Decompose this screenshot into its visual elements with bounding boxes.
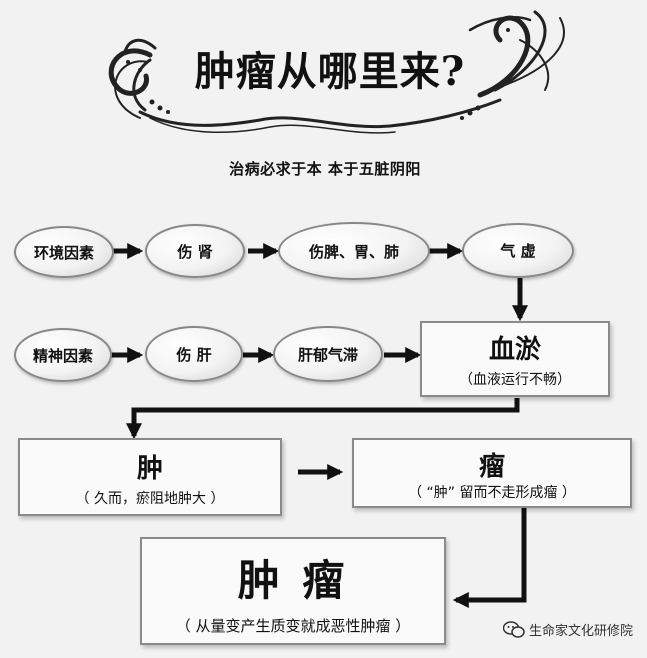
page-subtitle: 治病必求于本 本于五脏阴阳 (229, 160, 421, 178)
box-swelling-title: 肿 (136, 454, 163, 484)
box-swelling-note: （ 久而，瘀阻地肿大 ） (75, 491, 225, 507)
watermark: 生命家文化研修院 (502, 620, 633, 639)
node-hurt-spleen-stomach-lung: 伤脾、胃、肺 (278, 222, 430, 280)
box-tumor-title: 瘤 (478, 452, 505, 482)
box-tumor-note: （ “肿” 留而不走形成瘤 ） (408, 485, 576, 501)
node-environment-factor: 环境因素 (14, 226, 114, 278)
wechat-icon (502, 620, 525, 638)
watermark-text: 生命家文化研修院 (528, 624, 633, 639)
page-title: 肿瘤从哪里来? (194, 48, 466, 95)
box-neoplasm-note: （ 从量变产生质变就成恶性肿瘤 ） (175, 617, 411, 635)
box-tumor: 瘤 （ “肿” 留而不走形成瘤 ） (352, 438, 632, 508)
node-hurt-liver: 伤 肝 (145, 326, 243, 382)
box-blood-stasis-title: 血淤 (488, 335, 541, 365)
arrow-xueyu-to-zhong (125, 398, 520, 440)
box-blood-stasis-note: （血液运行不畅） (459, 372, 571, 388)
ornament-flourish (108, 10, 565, 134)
node-hurt-kidney: 伤 肾 (145, 224, 245, 278)
box-neoplasm-title: 肿 瘤 (237, 556, 349, 605)
node-qi-deficiency: 气 虚 (462, 223, 574, 278)
node-liver-qi-stagnation: 肝郁气滞 (273, 326, 383, 382)
arrow-liu-to-zhongliu (452, 508, 527, 609)
box-neoplasm: 肿 瘤 （ 从量变产生质变就成恶性肿瘤 ） (140, 537, 446, 645)
box-blood-stasis: 血淤 （血液运行不畅） (420, 321, 610, 397)
box-swelling: 肿 （ 久而，瘀阻地肿大 ） (18, 438, 282, 516)
node-spirit-factor: 精神因素 (14, 328, 112, 382)
